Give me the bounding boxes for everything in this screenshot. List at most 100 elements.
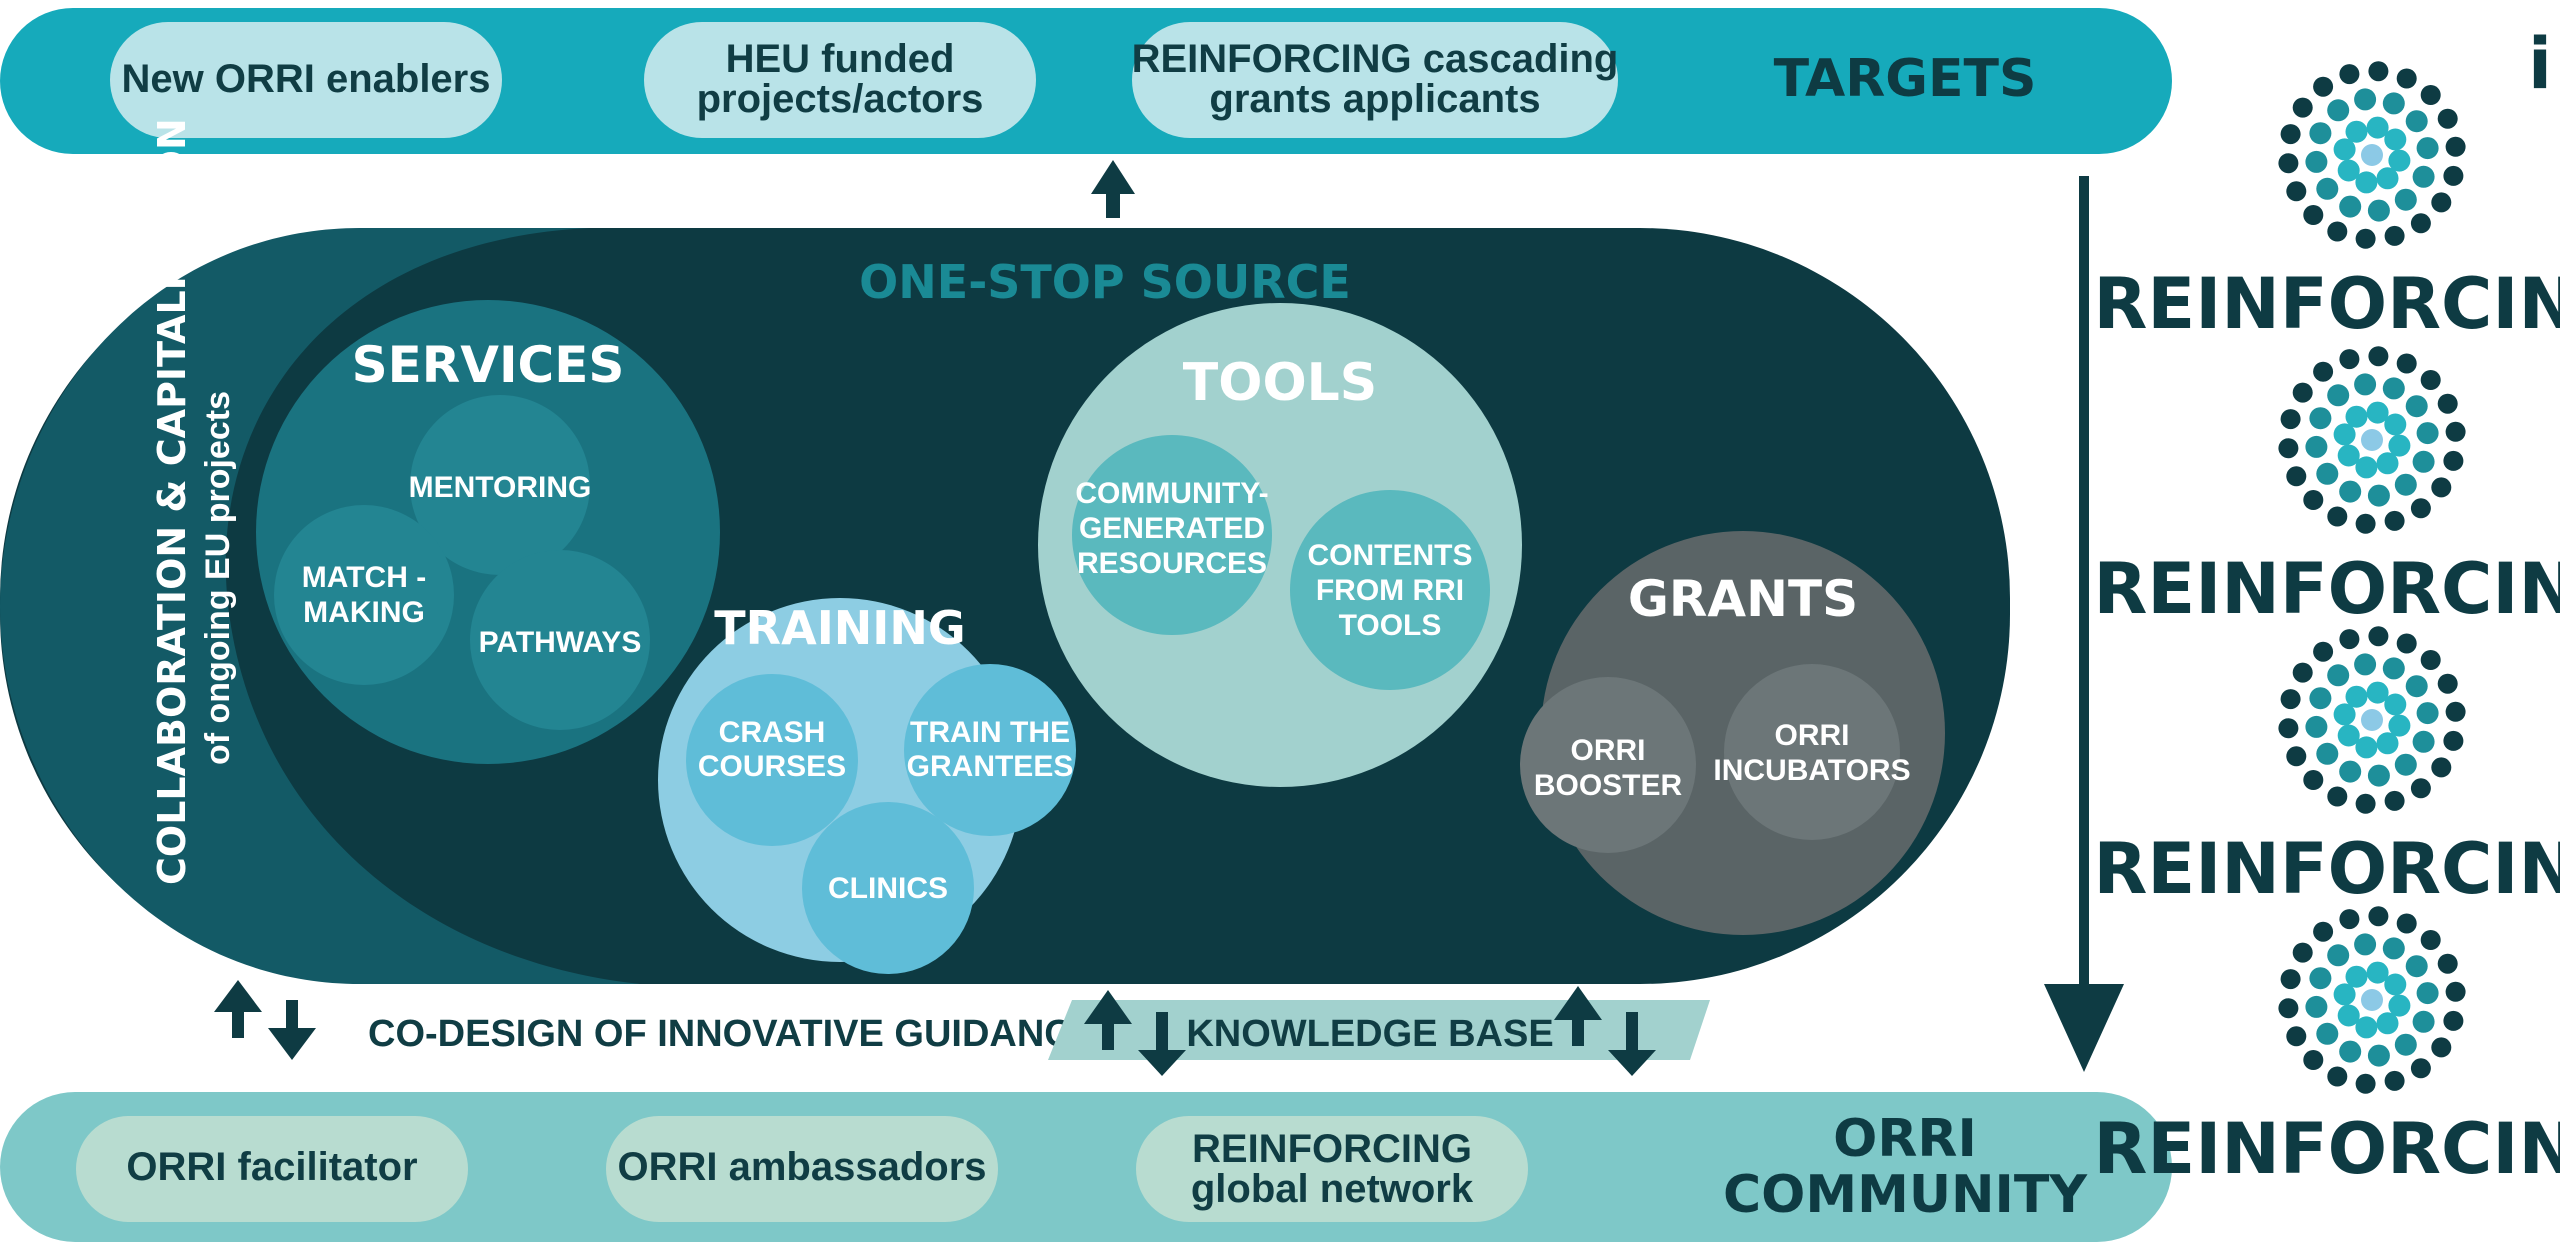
logo-dot bbox=[2366, 961, 2389, 984]
tools-group: TOOLS COMMUNITY- GENERATED RESOURCES CON… bbox=[1038, 303, 1522, 787]
logo-dot bbox=[2303, 490, 2324, 510]
logo-dot bbox=[2354, 373, 2377, 396]
logo-dot bbox=[2337, 159, 2360, 182]
knowledge-base-label: KNOWLEDGE BASE bbox=[1186, 1013, 1553, 1055]
logo-dot bbox=[2278, 998, 2299, 1019]
target-pill-3 bbox=[1132, 22, 1618, 138]
logo-dot bbox=[2286, 181, 2307, 202]
logo-dot bbox=[2313, 641, 2334, 662]
matchmaking-line2: MAKING bbox=[303, 596, 425, 629]
grants-title: GRANTS bbox=[1628, 570, 1858, 628]
logo-dot bbox=[2382, 92, 2405, 115]
orri-incubators-circle bbox=[1724, 664, 1900, 840]
community-pill-2-label: ORRI ambassadors bbox=[617, 1145, 986, 1189]
community-pill-2 bbox=[606, 1116, 998, 1222]
target-pill-2-line1: HEU funded bbox=[726, 37, 955, 81]
community-pill-1-label: ORRI facilitator bbox=[126, 1145, 417, 1189]
logo-dot bbox=[2305, 995, 2328, 1018]
logo-dot bbox=[2316, 742, 2339, 765]
logo-dot bbox=[2367, 764, 2390, 787]
logo-dot bbox=[2316, 177, 2339, 200]
logo-dot bbox=[2445, 136, 2466, 157]
reinforcing-wordmark: REINFORCING bbox=[2093, 263, 2560, 345]
logo-dot bbox=[2327, 221, 2348, 242]
matchmaking-line1: MATCH - bbox=[302, 561, 426, 594]
logo-dot bbox=[2333, 703, 2356, 726]
reinforcing-logo: REINFORCING bbox=[2093, 906, 2560, 1190]
logo-dot bbox=[2431, 477, 2452, 498]
orri-incubators-line2: INCUBATORS bbox=[1713, 754, 1910, 787]
logo-dot bbox=[2313, 76, 2334, 97]
logo-dot bbox=[2405, 395, 2428, 418]
logo-dot bbox=[2339, 64, 2360, 85]
logo-dot bbox=[2394, 1033, 2417, 1056]
logo-dot bbox=[2376, 167, 2399, 190]
logo-dot bbox=[2316, 1022, 2339, 1045]
logo-dot bbox=[2396, 353, 2417, 374]
logo-dot bbox=[2368, 346, 2389, 367]
logo-dot bbox=[2339, 1040, 2362, 1063]
logo-dot bbox=[2410, 1058, 2431, 1079]
logo-dot bbox=[2382, 937, 2405, 960]
logo-dot bbox=[2431, 757, 2452, 778]
up-down-arrows-icon bbox=[214, 980, 316, 1060]
tools-title: TOOLS bbox=[1183, 353, 1377, 413]
matchmaking-circle bbox=[274, 505, 454, 685]
orri-booster-circle bbox=[1520, 677, 1696, 853]
logo-dot bbox=[2431, 1037, 2452, 1058]
targets-label: TARGETS bbox=[1774, 49, 2037, 109]
logo-dot bbox=[2396, 913, 2417, 934]
logo-dot bbox=[2339, 909, 2360, 930]
logo-dot bbox=[2394, 473, 2417, 496]
logo-dot bbox=[2368, 626, 2389, 647]
logo-dot bbox=[2388, 149, 2411, 172]
contents-rri-tools-line2: FROM RRI bbox=[1316, 574, 1464, 607]
crash-courses-circle bbox=[686, 674, 858, 846]
logo-dot bbox=[2394, 753, 2417, 776]
logo-dot bbox=[2354, 933, 2377, 956]
logo-dot bbox=[2339, 480, 2362, 503]
logo-dot bbox=[2305, 150, 2328, 173]
logo-dot bbox=[2405, 110, 2428, 133]
logo-dot bbox=[2420, 650, 2441, 670]
logo-dot bbox=[2420, 85, 2441, 105]
reinforcing-logo: REINFORCING bbox=[2093, 626, 2560, 910]
crash-courses-line1: CRASH bbox=[719, 716, 826, 749]
logo-dot bbox=[2431, 192, 2452, 213]
logo-dot bbox=[2339, 760, 2362, 783]
logo-dot bbox=[2384, 1070, 2405, 1091]
logo-dot bbox=[2327, 944, 2350, 967]
logo-dot bbox=[2416, 702, 2439, 725]
logo-dot bbox=[2376, 452, 2399, 475]
logo-dot bbox=[2445, 981, 2466, 1002]
logo-dot bbox=[2327, 99, 2350, 122]
reinforcing-wordmark: REINFORCING bbox=[2093, 828, 2560, 910]
community-band-bg bbox=[0, 1092, 2172, 1242]
logo-dot bbox=[2443, 730, 2464, 751]
logo-dot bbox=[2355, 736, 2378, 759]
logo-dot bbox=[2278, 153, 2299, 174]
logo-dot bbox=[2443, 165, 2464, 186]
orri-booster-line2: BOOSTER bbox=[1534, 769, 1683, 802]
logo-dot bbox=[2443, 1010, 2464, 1031]
logo-dot bbox=[2396, 68, 2417, 89]
logo-dot bbox=[2309, 687, 2332, 710]
clinics-circle bbox=[802, 802, 974, 974]
target-pill-1 bbox=[110, 22, 502, 138]
logo-dot bbox=[2355, 513, 2376, 534]
reinforcing-logo: REINFORCING bbox=[2093, 346, 2560, 630]
brand-column: i REINFORCINGREINFORCINGREINFORCINGREINF… bbox=[2093, 23, 2560, 1190]
logo-dot bbox=[2361, 989, 2383, 1011]
logo-dot bbox=[2345, 405, 2368, 428]
logo-dot bbox=[2368, 906, 2389, 927]
grants-group: GRANTS ORRI BOOSTER ORRI INCUBATORS bbox=[1520, 531, 1945, 935]
side-label-line1: COLLABORATION & CAPITALISATION bbox=[150, 118, 194, 885]
logo-dot bbox=[2412, 165, 2435, 188]
logo-dot bbox=[2355, 171, 2378, 194]
logo-dot bbox=[2327, 664, 2350, 687]
logo-dot bbox=[2309, 967, 2332, 990]
logo-dot bbox=[2345, 120, 2368, 143]
crash-courses-line2: COURSES bbox=[698, 750, 846, 783]
logo-dot bbox=[2355, 793, 2376, 814]
